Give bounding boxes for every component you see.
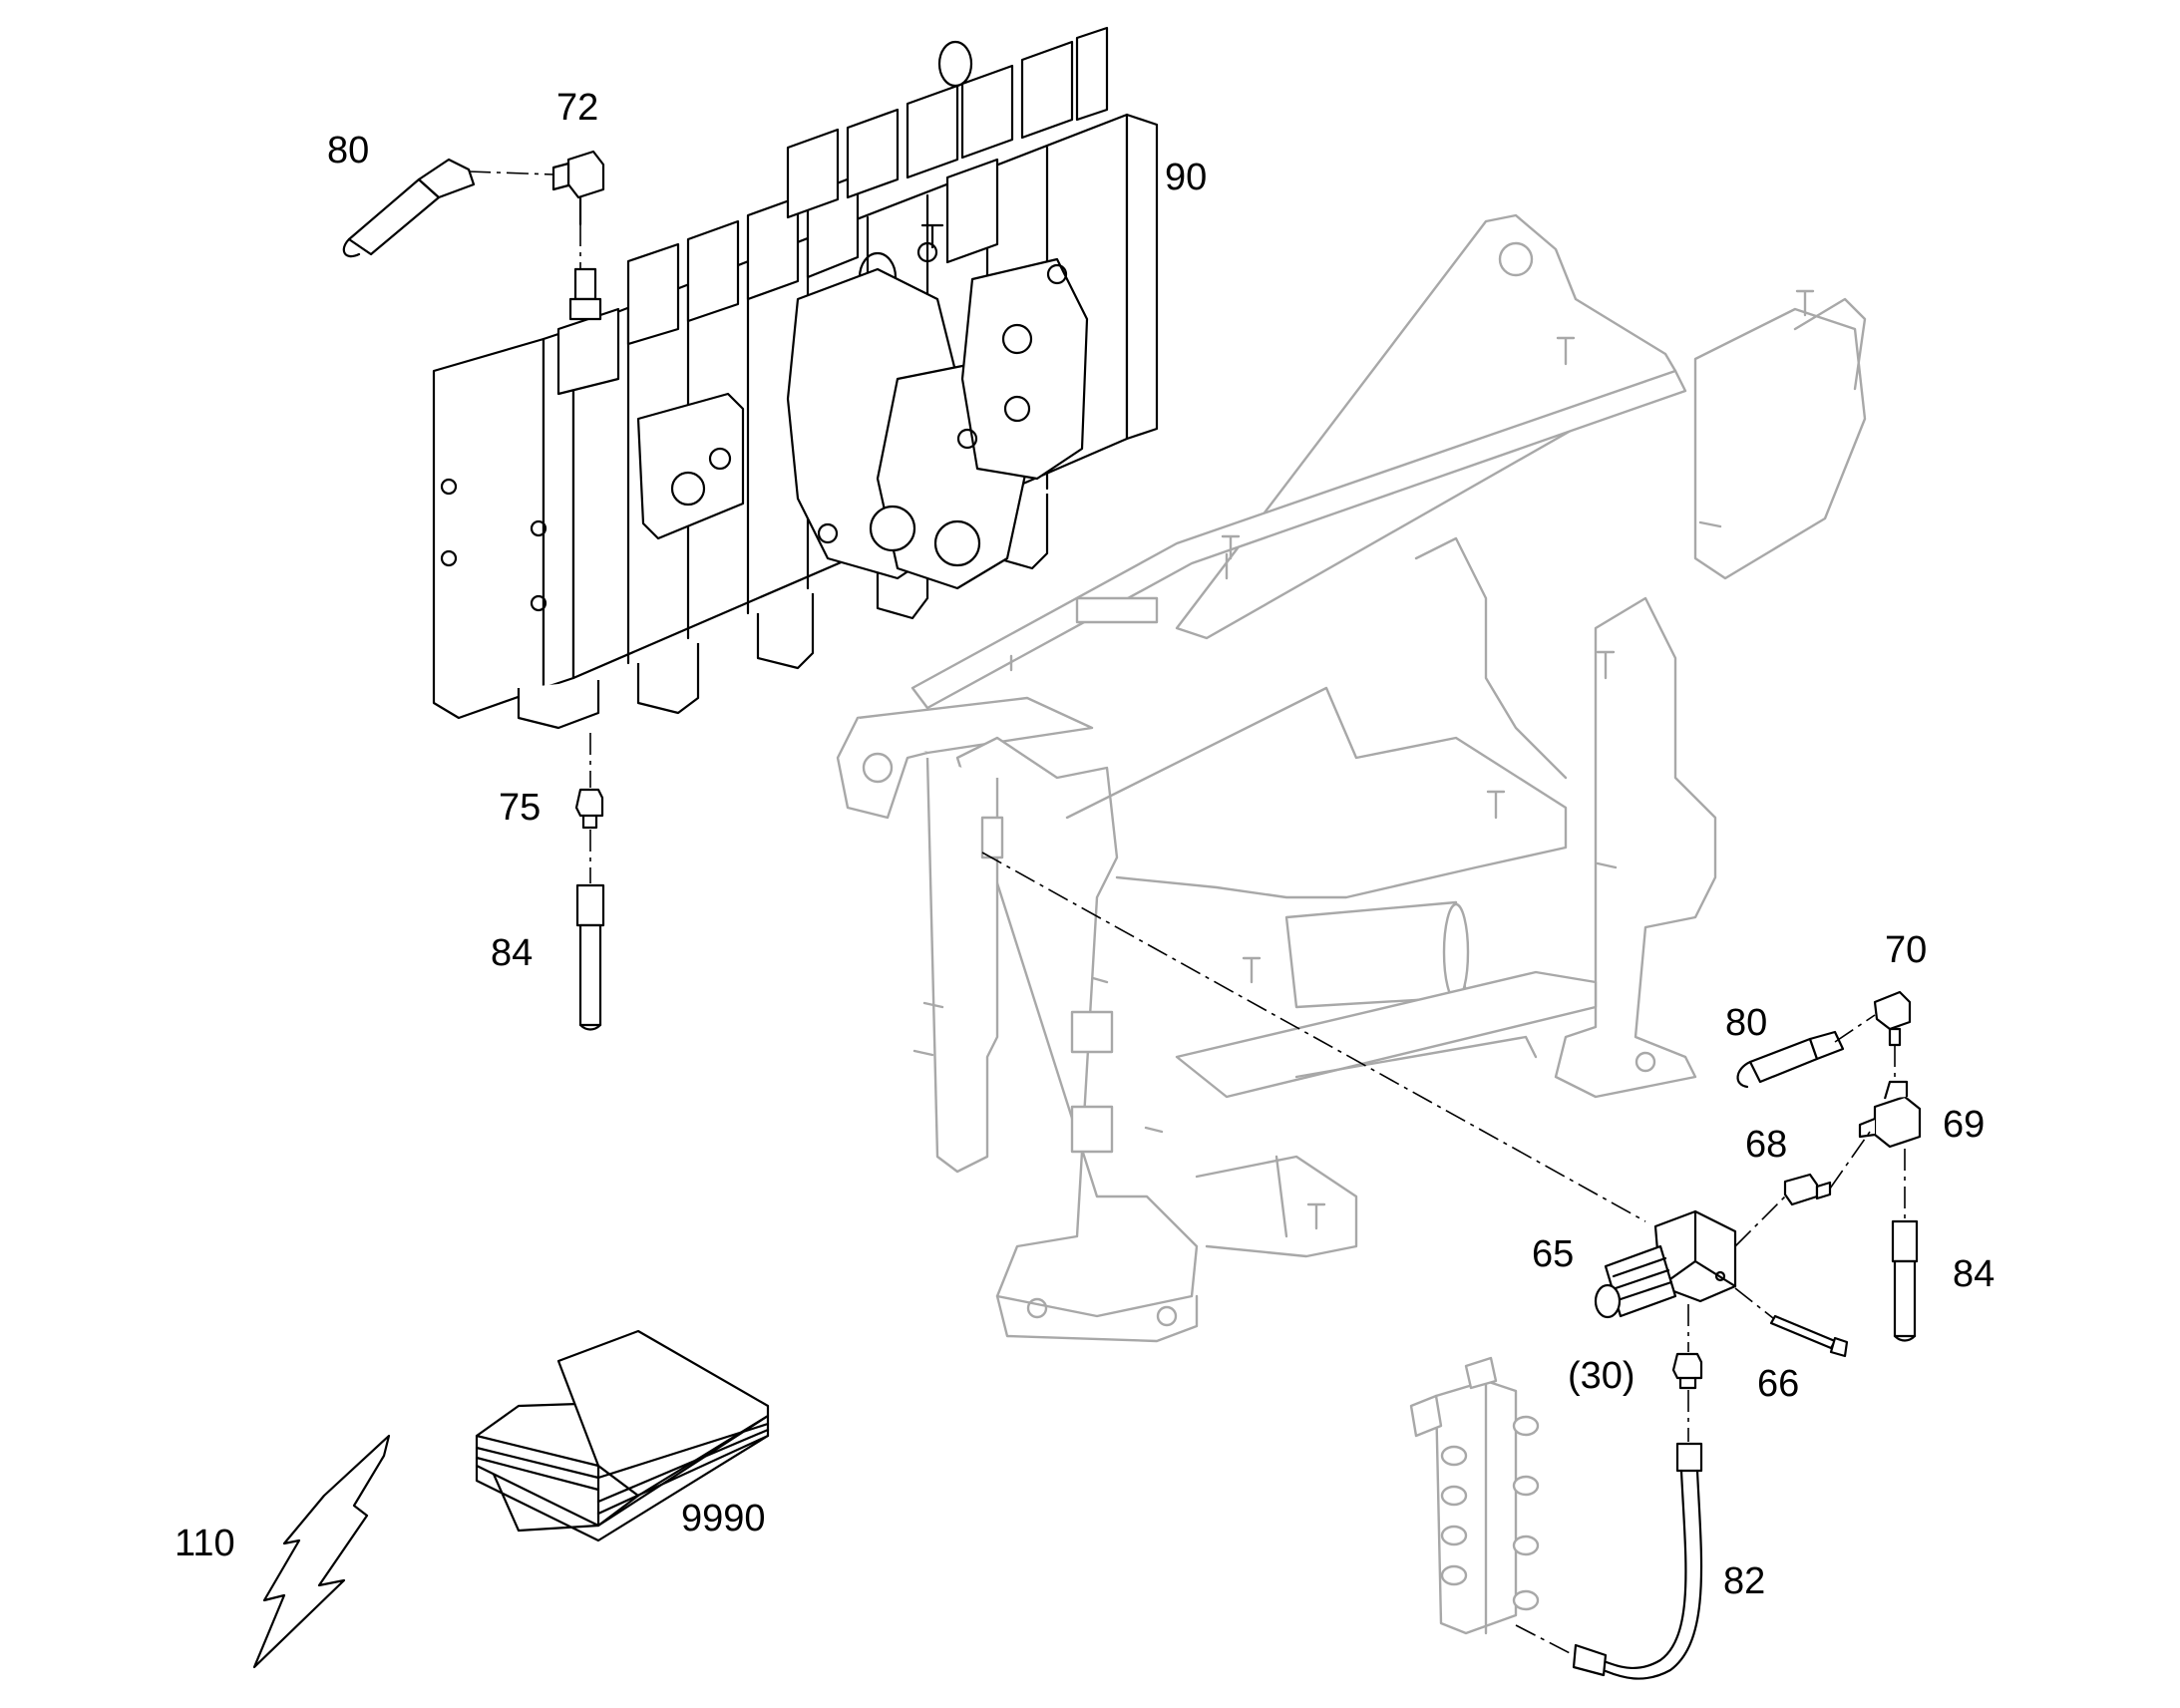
callout-82: 82 xyxy=(1723,1560,1765,1602)
callout-30: (30) xyxy=(1568,1355,1635,1397)
lightning-bolt-icon xyxy=(252,1434,391,1669)
open-book-icon xyxy=(475,1329,770,1542)
hose-82 xyxy=(1572,1442,1703,1680)
leader-lines xyxy=(468,171,1906,1656)
callout-9990: 9990 xyxy=(681,1498,766,1539)
hose-end-80-right xyxy=(1736,1030,1845,1089)
elbow-fitting-72 xyxy=(551,150,605,226)
hose-84-right xyxy=(1891,1219,1919,1342)
screw-66 xyxy=(1769,1314,1849,1358)
callout-90: 90 xyxy=(1165,157,1207,198)
hose-84-left xyxy=(575,883,605,1031)
loader-frame-ghost xyxy=(836,213,1867,1343)
callout-66: 66 xyxy=(1757,1363,1799,1405)
callout-84-left: 84 xyxy=(491,932,533,974)
callout-70: 70 xyxy=(1885,929,1927,971)
callout-80-top: 80 xyxy=(327,130,369,171)
tee-fitting-69 xyxy=(1858,1080,1922,1149)
callout-68: 68 xyxy=(1745,1124,1787,1166)
callout-80-right: 80 xyxy=(1725,1002,1767,1044)
distribution-manifold xyxy=(1409,1356,1540,1635)
callout-84-right: 84 xyxy=(1953,1253,1995,1295)
callout-110: 110 xyxy=(175,1523,235,1564)
callout-69: 69 xyxy=(1943,1104,1985,1146)
fitting-30 xyxy=(1671,1352,1703,1390)
adapter-fitting-68 xyxy=(1783,1173,1832,1206)
callout-labels: 80 72 90 75 84 70 80 69 68 65 84 (30) 66… xyxy=(175,87,1995,1602)
adapter-fitting-75 xyxy=(574,788,604,830)
callout-65: 65 xyxy=(1532,1233,1574,1275)
solenoid-valve-65 xyxy=(1594,1209,1737,1319)
elbow-fitting-70 xyxy=(1873,990,1912,1047)
callout-72: 72 xyxy=(556,87,598,129)
control-valve-assembly-90 xyxy=(432,26,1159,730)
hose-end-80-top xyxy=(342,158,476,258)
callout-75: 75 xyxy=(499,787,541,829)
